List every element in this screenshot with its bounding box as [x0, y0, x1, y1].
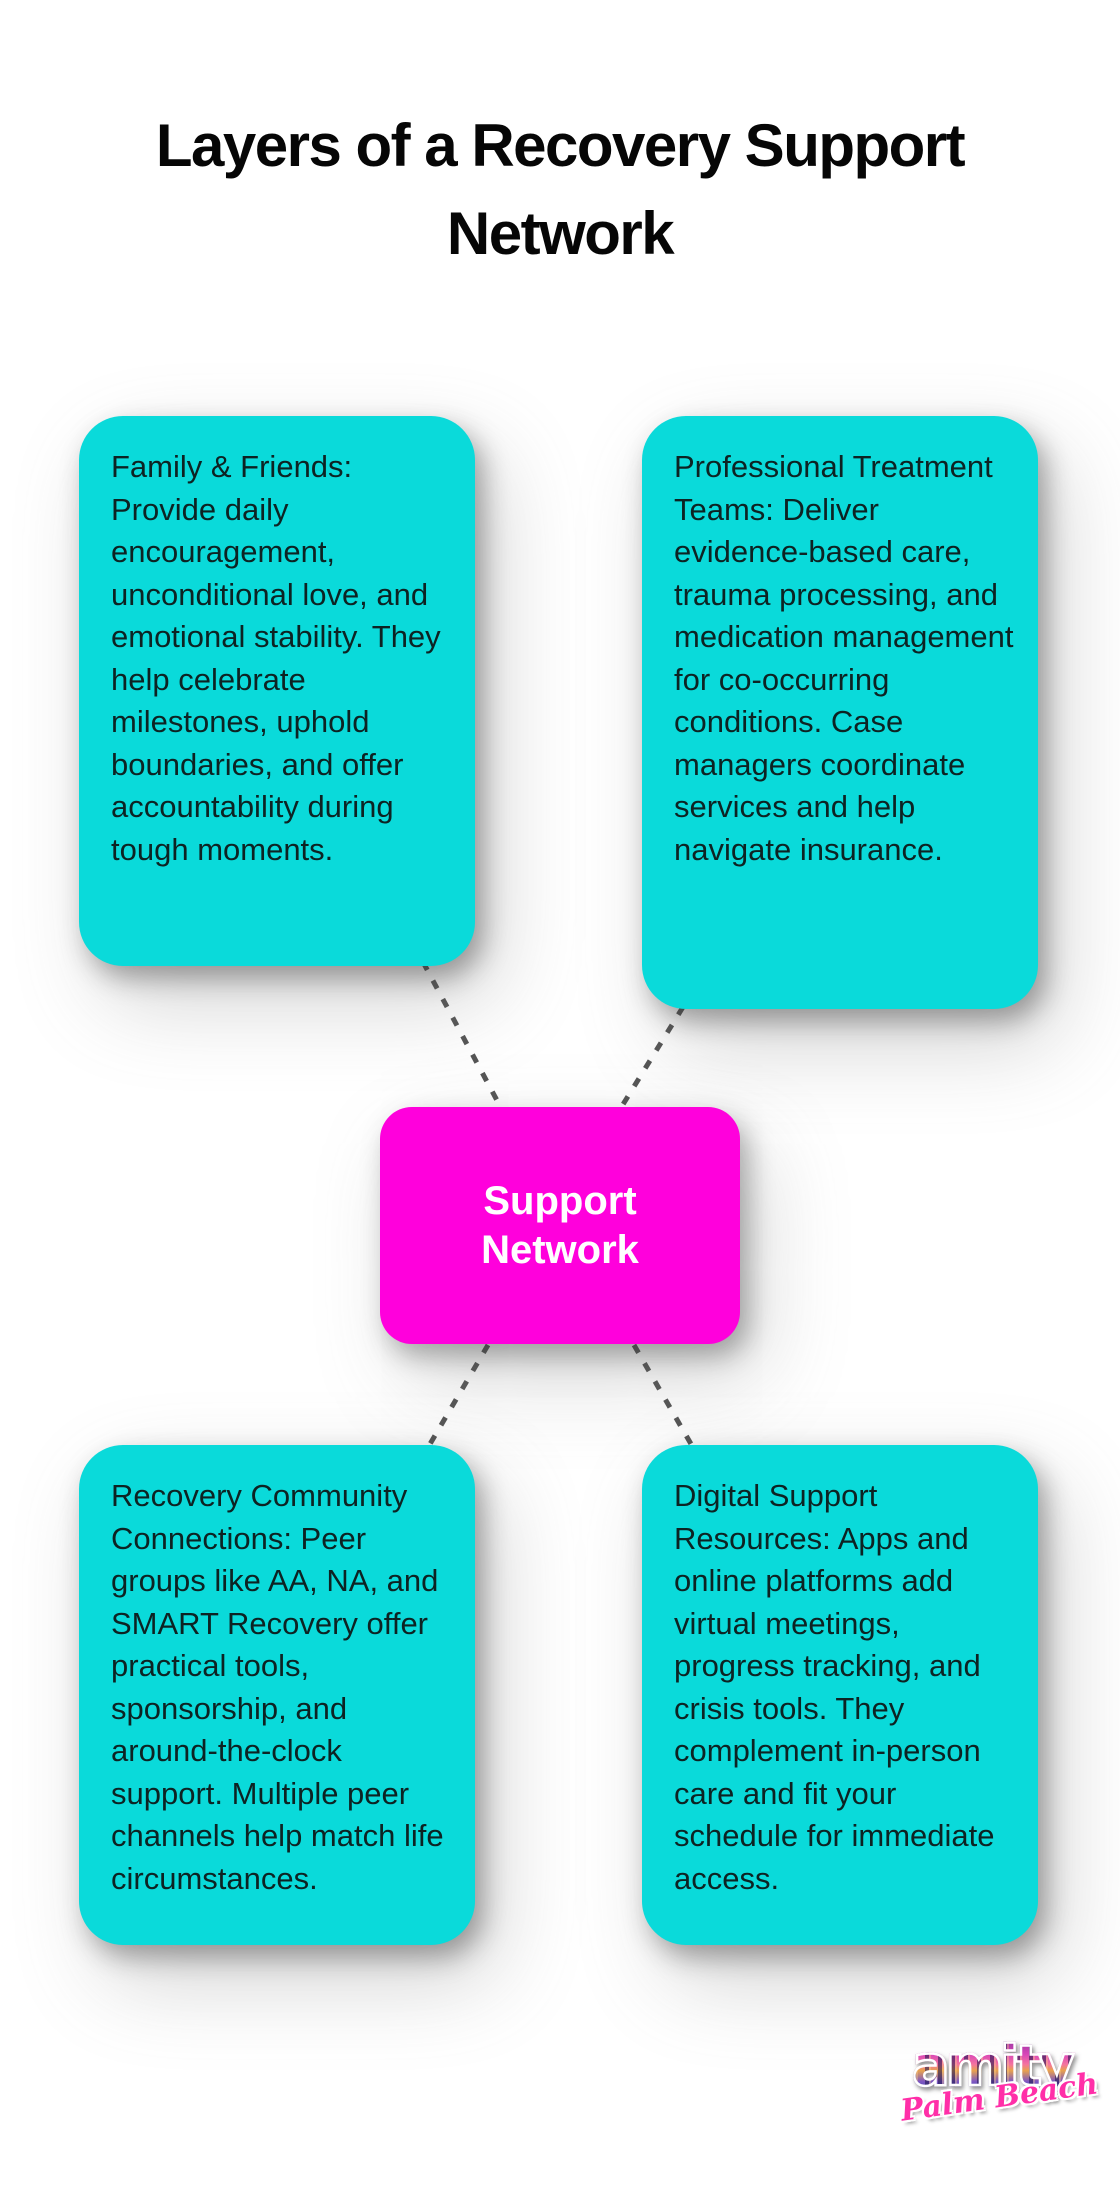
node-professional-treatment-teams: Professional Treatment Teams: Deliver ev…: [642, 416, 1038, 1009]
connector-recovery-community: [427, 1343, 491, 1446]
connector-digital-support: [631, 1343, 694, 1446]
logo-brand-text: amity: [911, 2022, 1087, 2112]
connector-professional-treatment: [619, 1005, 686, 1108]
node-recovery-community-connections-text: Recovery Community Connections: Peer gro…: [111, 1478, 444, 1896]
logo-badge: [1006, 2120, 1052, 2130]
center-node-label-line-1: Support: [483, 1178, 637, 1223]
node-family-friends: Family & Friends: Provide daily encourag…: [79, 416, 475, 966]
center-node-support-network: Support Network: [380, 1107, 740, 1344]
node-recovery-community-connections: Recovery Community Connections: Peer gro…: [79, 1445, 475, 1945]
node-digital-support-resources: Digital Support Resources: Apps and onli…: [642, 1445, 1038, 1945]
page-title-line-1: Layers of a Recovery Support: [155, 112, 966, 179]
page-title-line-2: Network: [446, 200, 675, 267]
page-title: Layers of a Recovery Support Network: [0, 102, 1120, 278]
node-professional-treatment-teams-text: Professional Treatment Teams: Deliver ev…: [674, 449, 1014, 867]
amity-palm-beach-logo: amity Palm Beach: [899, 2022, 1100, 2167]
node-digital-support-resources-text: Digital Support Resources: Apps and onli…: [674, 1478, 995, 1896]
node-family-friends-text: Family & Friends: Provide daily encourag…: [111, 449, 441, 867]
center-node-label: Support Network: [481, 1177, 639, 1275]
connector-family-friends: [420, 960, 503, 1108]
center-node-label-line-2: Network: [481, 1227, 639, 1272]
